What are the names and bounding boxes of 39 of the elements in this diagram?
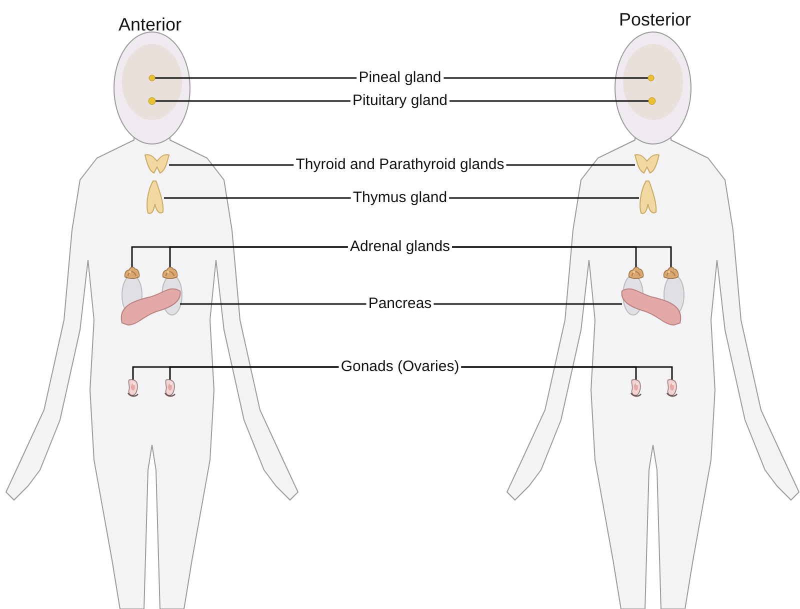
- leader-line: [506, 164, 635, 166]
- leader-line: [461, 366, 673, 380]
- leader-line: [443, 77, 648, 79]
- gland-dot: [148, 74, 156, 82]
- leader-line: [164, 197, 351, 199]
- ovary-drawing: [164, 379, 176, 397]
- leader-line: [450, 100, 648, 102]
- leader-line: [169, 246, 348, 267]
- organ-label: Thyroid and Parathyroid glands: [294, 156, 506, 174]
- leader-line: [452, 246, 672, 267]
- organ-label: Gonads (Ovaries): [338, 358, 462, 376]
- leader-line: [169, 164, 294, 166]
- leader-line: [156, 100, 350, 102]
- leader-line: [180, 303, 366, 305]
- organ-label: Pineal gland: [356, 69, 444, 87]
- leader-line: [449, 197, 639, 199]
- pancreas-drawing: [621, 288, 682, 326]
- pancreas-drawing: [120, 288, 181, 326]
- gland-dot: [648, 97, 656, 105]
- organ-label: Thymus gland: [350, 189, 450, 207]
- view-title: Posterior: [618, 10, 692, 30]
- organ-label: Adrenal glands: [348, 238, 452, 256]
- thymus-gland-drawing: [640, 180, 657, 214]
- adrenal-gland-drawing: [628, 266, 644, 279]
- gland-dot: [648, 74, 654, 82]
- thyroid-gland-drawing: [634, 154, 660, 174]
- leader-line: [169, 366, 339, 380]
- ovary-drawing: [666, 379, 678, 397]
- adrenal-gland-drawing: [663, 266, 679, 279]
- thymus-gland-drawing: [146, 180, 164, 214]
- ovary-drawing: [630, 379, 642, 397]
- thyroid-gland-drawing: [144, 154, 170, 174]
- view-title: Anterior: [118, 14, 182, 36]
- ovary-drawing: [128, 379, 138, 397]
- leader-line: [434, 303, 622, 305]
- gland-dot: [148, 97, 156, 105]
- adrenal-gland-drawing: [124, 266, 140, 279]
- adrenal-gland-drawing: [162, 266, 178, 279]
- leader-line: [155, 77, 357, 79]
